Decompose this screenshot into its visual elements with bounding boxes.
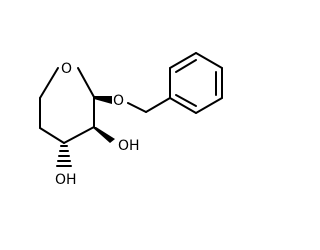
bond-ch2-phenyl <box>145 97 171 113</box>
bond-c2-ring-o <box>77 67 95 98</box>
bond-ph-double-3 <box>175 94 197 107</box>
bond-ph-double-1 <box>175 59 197 73</box>
bond-ph-3 <box>195 52 223 69</box>
hydroxyl-c4-label: OH <box>55 172 77 188</box>
bond-c3-c4 <box>63 126 95 144</box>
ring-oxygen-label: O <box>61 61 72 77</box>
hashed-bond-c4-oh <box>56 145 72 167</box>
benzyl-group <box>127 52 223 114</box>
hydroxyl-c3-label: OH <box>118 138 140 154</box>
bond-o-ch2 <box>127 102 147 113</box>
stereo-bonds <box>56 96 115 167</box>
bond-ring-o-c6 <box>39 67 59 99</box>
atom-labels: O O OH OH <box>55 61 140 188</box>
bond-ph-5 <box>195 97 223 114</box>
wedge-bond-c2-o <box>94 96 112 104</box>
bond-ph-2 <box>169 52 197 69</box>
wedge-bond-c3-oh <box>92 127 115 143</box>
pyranose-ring <box>39 67 95 144</box>
molecule-structure: O O OH OH <box>39 52 223 188</box>
glycosidic-oxygen-label: O <box>113 93 124 109</box>
bond-c5-c4 <box>39 127 65 144</box>
bond-ph-6 <box>169 97 197 114</box>
